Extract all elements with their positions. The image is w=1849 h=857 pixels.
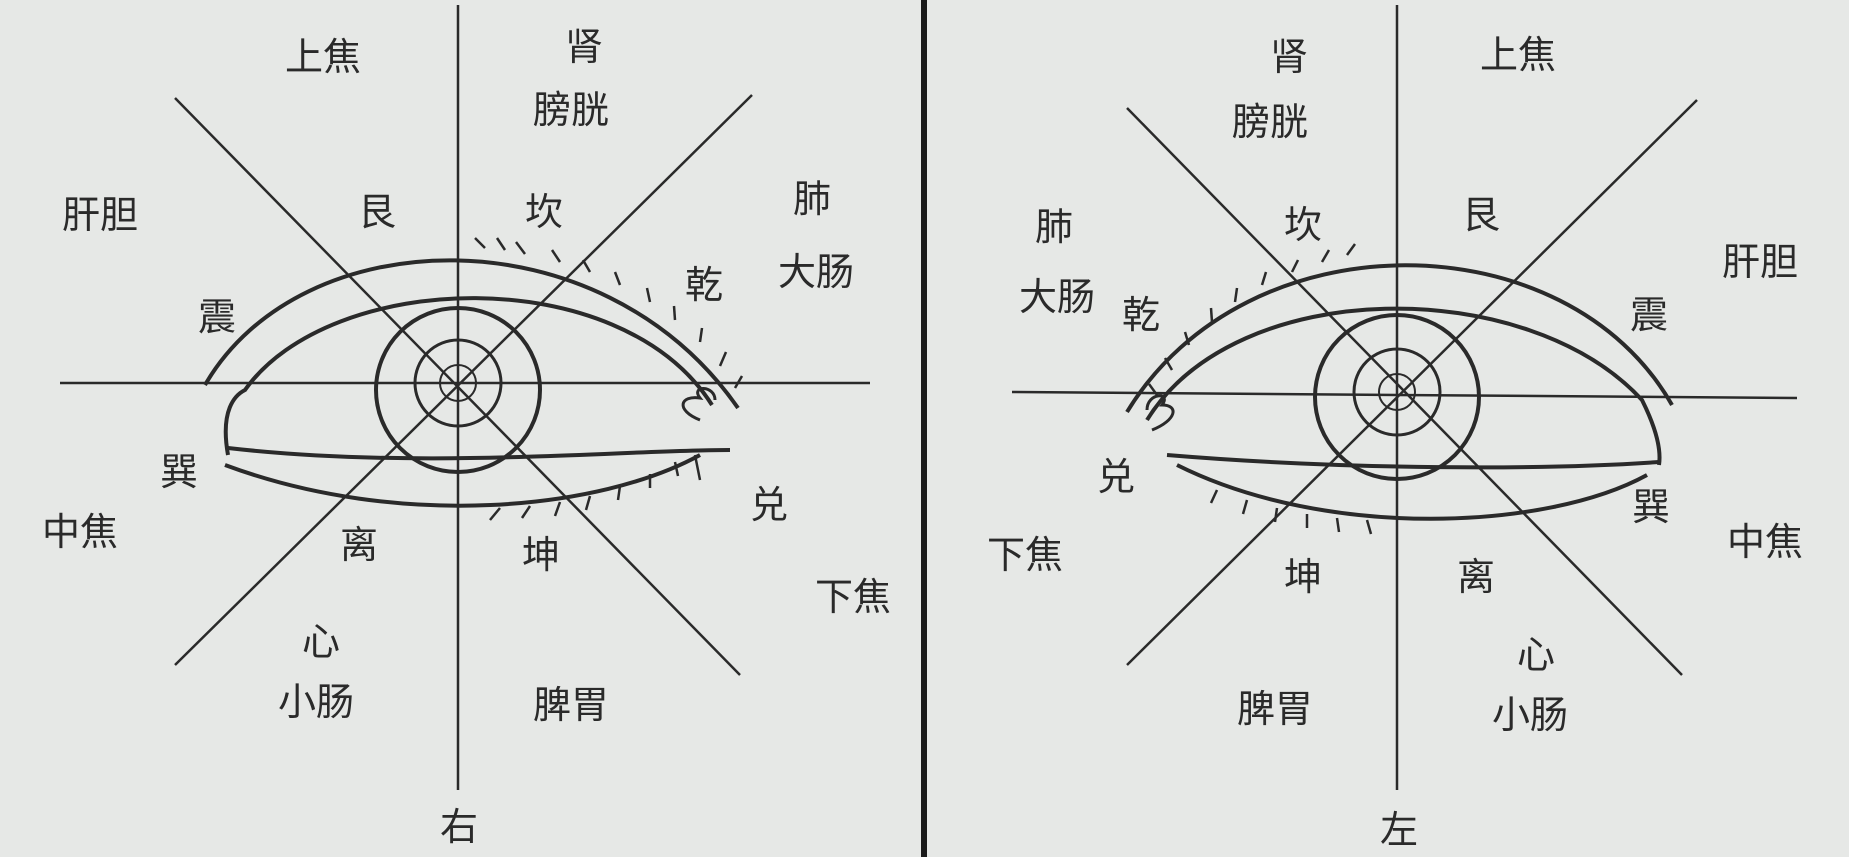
label-kun: 坤 xyxy=(522,533,560,577)
caruncle xyxy=(681,387,717,422)
lower-lashes xyxy=(489,454,702,521)
label-xun: 巽 xyxy=(160,450,198,494)
eye-lower-contour xyxy=(1166,453,1660,470)
caruncle xyxy=(1145,394,1175,432)
label-gen: 艮 xyxy=(1462,193,1500,237)
label-dui: 兑 xyxy=(750,483,788,527)
label-xun: 巽 xyxy=(1632,485,1670,529)
label-zhen: 震 xyxy=(198,295,236,339)
eye-lower-contour xyxy=(227,446,731,461)
label-middle-jiao: 中焦 xyxy=(1727,520,1803,564)
upper-eyelid xyxy=(203,258,740,410)
left-eye-diagram: 肾 膀胱 上焦 肺 大肠 乾 坎 艮 肝胆 震 兑 巽 中焦 下焦 坤 离 心 … xyxy=(987,5,1803,852)
label-kidney: 肾 xyxy=(1270,35,1308,79)
diagonal-axis-ne-sw xyxy=(174,94,753,666)
label-bladder: 膀胱 xyxy=(533,88,609,132)
label-heart: 心 xyxy=(302,620,340,664)
label-kidney: 肾 xyxy=(565,25,603,69)
label-heart: 心 xyxy=(1517,633,1555,677)
label-kan: 坎 xyxy=(1284,203,1322,247)
upper-lashes xyxy=(1147,243,1357,396)
label-large-intestine: 大肠 xyxy=(778,250,854,294)
eye-upper-contour xyxy=(223,296,714,456)
label-kan: 坎 xyxy=(525,190,563,234)
pupil-center xyxy=(1378,373,1416,411)
label-li: 离 xyxy=(340,523,378,567)
lower-lashes xyxy=(1209,489,1373,535)
lower-eyelid xyxy=(224,453,701,508)
pupil xyxy=(1352,347,1442,437)
right-eye-panel: 上焦 肾 膀胱 肝胆 艮 坎 肺 大肠 乾 震 巽 中焦 离 坤 兑 下焦 心 … xyxy=(0,0,921,857)
label-liver-gallbladder: 肝胆 xyxy=(62,193,138,237)
label-middle-jiao: 中焦 xyxy=(42,510,118,554)
label-qian: 乾 xyxy=(685,263,723,307)
label-zhen: 震 xyxy=(1630,293,1668,337)
left-eye-panel: 肾 膀胱 上焦 肺 大肠 乾 坎 艮 肝胆 震 兑 巽 中焦 下焦 坤 离 心 … xyxy=(927,0,1849,857)
label-small-intestine: 小肠 xyxy=(278,680,354,724)
label-side-left: 左 xyxy=(1380,808,1418,852)
label-lung: 肺 xyxy=(1035,205,1073,249)
label-large-intestine: 大肠 xyxy=(1019,275,1095,319)
label-dui: 兑 xyxy=(1097,455,1135,499)
label-lower-jiao: 下焦 xyxy=(987,533,1063,577)
panel-divider xyxy=(921,0,927,857)
label-small-intestine: 小肠 xyxy=(1492,693,1568,737)
label-lower-jiao: 下焦 xyxy=(815,575,891,619)
upper-lashes xyxy=(474,237,744,389)
label-upper-jiao: 上焦 xyxy=(285,35,361,79)
eye-upper-contour xyxy=(1145,306,1662,466)
label-qian: 乾 xyxy=(1122,293,1160,337)
label-spleen-stomach: 脾胃 xyxy=(533,683,609,727)
label-bladder: 膀胱 xyxy=(1232,100,1308,144)
label-side-right: 右 xyxy=(440,805,478,849)
label-lung: 肺 xyxy=(793,177,831,221)
upper-eyelid xyxy=(1125,263,1674,414)
pupil-center xyxy=(439,364,477,402)
iris xyxy=(374,306,542,474)
lower-eyelid xyxy=(1176,463,1648,521)
pupil xyxy=(413,338,503,428)
label-upper-jiao: 上焦 xyxy=(1480,33,1556,77)
label-li: 离 xyxy=(1457,555,1495,599)
right-eye-diagram: 上焦 肾 膀胱 肝胆 艮 坎 肺 大肠 乾 震 巽 中焦 离 坤 兑 下焦 心 … xyxy=(42,5,891,849)
label-spleen-stomach: 脾胃 xyxy=(1237,687,1313,731)
label-gen: 艮 xyxy=(358,190,396,234)
iris xyxy=(1313,313,1481,481)
label-liver-gallbladder: 肝胆 xyxy=(1722,240,1798,284)
label-kun: 坤 xyxy=(1284,555,1322,599)
